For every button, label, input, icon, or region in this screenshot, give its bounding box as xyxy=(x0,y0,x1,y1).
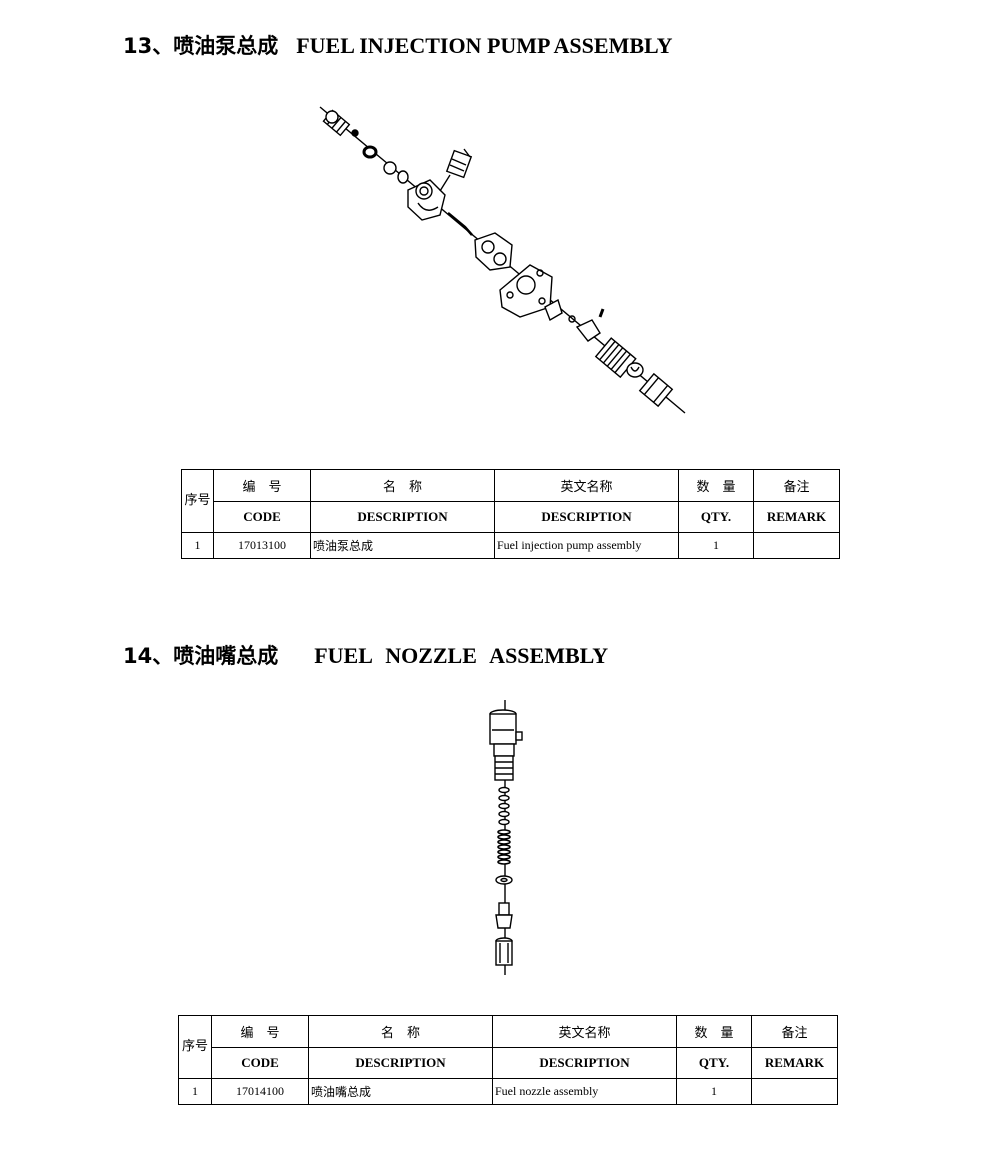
fuel-injection-pump-exploded-drawing xyxy=(319,106,686,414)
section-13-title: 13、喷油泵总成 FUEL INJECTION PUMP ASSEMBLY xyxy=(123,30,673,60)
header-en-name-en: DESCRIPTION xyxy=(494,501,679,533)
header-name-en: DESCRIPTION xyxy=(310,501,495,533)
row-seq: 1 xyxy=(181,532,214,559)
table-row: 1 17014100 喷油嘴总成 Fuel nozzle assembly 1 xyxy=(178,1078,838,1105)
header-name-en: DESCRIPTION xyxy=(308,1047,493,1079)
header-code-cn: 编 号 xyxy=(213,469,311,502)
row-qty: 1 xyxy=(678,532,754,559)
header-remark-en: REMARK xyxy=(751,1047,838,1079)
header-qty-en: QTY. xyxy=(676,1047,752,1079)
header-code-cn: 编 号 xyxy=(211,1015,309,1048)
header-seq: 序号 xyxy=(181,469,214,533)
fuel-nozzle-exploded-drawing xyxy=(489,700,523,975)
table-header-row-cn: 序号 编 号 名 称 英文名称 数 量 备注 xyxy=(181,469,840,533)
section-14-cn-title: 14、喷油嘴总成 xyxy=(123,644,279,668)
parts-table-14: 序号 编 号 名 称 英文名称 数 量 备注 CODE DESCRIPTION … xyxy=(178,1015,838,1105)
header-qty-en: QTY. xyxy=(678,501,754,533)
row-en-name: Fuel nozzle assembly xyxy=(492,1078,677,1105)
row-en-name: Fuel injection pump assembly xyxy=(494,532,679,559)
header-name-cn: 名 称 xyxy=(310,469,495,502)
section-13-en-title: FUEL INJECTION PUMP ASSEMBLY xyxy=(296,33,673,58)
header-seq: 序号 xyxy=(178,1015,212,1079)
table-header-row-cn: 序号 编 号 名 称 英文名称 数 量 备注 xyxy=(178,1015,838,1079)
header-remark-cn: 备注 xyxy=(751,1015,838,1048)
table-row: 1 17013100 喷油泵总成 Fuel injection pump ass… xyxy=(181,532,840,559)
header-qty-cn: 数 量 xyxy=(678,469,754,502)
header-name-cn: 名 称 xyxy=(308,1015,493,1048)
row-seq: 1 xyxy=(178,1078,212,1105)
row-name: 喷油泵总成 xyxy=(310,532,495,559)
header-en-name-en: DESCRIPTION xyxy=(492,1047,677,1079)
header-code-en: CODE xyxy=(211,1047,309,1079)
parts-table-13: 序号 编 号 名 称 英文名称 数 量 备注 CODE DESCRIPTION … xyxy=(181,469,840,559)
header-remark-cn: 备注 xyxy=(753,469,840,502)
header-qty-cn: 数 量 xyxy=(676,1015,752,1048)
header-remark-en: REMARK xyxy=(753,501,840,533)
row-code: 17014100 xyxy=(211,1078,309,1105)
header-en-name-cn: 英文名称 xyxy=(494,469,679,502)
row-remark xyxy=(753,532,840,559)
header-en-name-cn: 英文名称 xyxy=(492,1015,677,1048)
header-code-en: CODE xyxy=(213,501,311,533)
section-13-cn-title: 13、喷油泵总成 xyxy=(123,34,279,58)
row-name: 喷油嘴总成 xyxy=(308,1078,493,1105)
section-14-en-title: FUEL NOZZLE ASSEMBLY xyxy=(314,643,609,668)
row-code: 17013100 xyxy=(213,532,311,559)
section-14-title: 14、喷油嘴总成 FUEL NOZZLE ASSEMBLY xyxy=(123,640,608,670)
row-qty: 1 xyxy=(676,1078,752,1105)
row-remark xyxy=(751,1078,838,1105)
table-header-row-en: CODE DESCRIPTION DESCRIPTION QTY. REMARK xyxy=(179,1047,838,1079)
table-header-row-en: CODE DESCRIPTION DESCRIPTION QTY. REMARK xyxy=(182,501,840,533)
